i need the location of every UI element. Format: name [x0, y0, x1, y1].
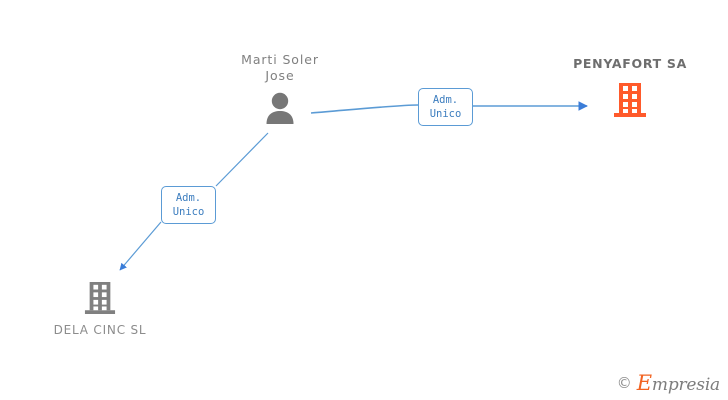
building-icon-orange: [552, 82, 708, 120]
person-icon: [198, 90, 362, 124]
edge-label-adm-unico-dela-cinc[interactable]: Adm. Unico: [161, 186, 216, 224]
empresia-logo-rest: mpresia: [651, 375, 720, 395]
copyright-icon: ©: [616, 374, 632, 392]
empresia-logo-text: Empresia: [637, 373, 720, 394]
node-company-dela-cinc-sl[interactable]: DELA CINC SL: [22, 281, 178, 338]
edge-line-delacinc: [215, 132, 269, 187]
node-person-marti-soler-jose[interactable]: Marti Soler Jose: [198, 52, 362, 124]
company-label-penyafort-sa: PENYAFORT SA: [573, 56, 687, 71]
edge-label-adm-unico-penyafort[interactable]: Adm. Unico: [418, 88, 473, 126]
person-label: Marti Soler Jose: [241, 52, 319, 83]
edge-line-delacinc-arrow: [119, 221, 162, 271]
building-icon-gray: [22, 281, 178, 317]
empresia-watermark: © Empresia: [617, 373, 720, 394]
company-label-dela-cinc-sl: DELA CINC SL: [53, 323, 147, 337]
empresia-logo-initial: E: [636, 371, 652, 395]
edge-line-penyafort: [310, 104, 419, 114]
node-company-penyafort-sa[interactable]: PENYAFORT SA: [552, 56, 708, 120]
